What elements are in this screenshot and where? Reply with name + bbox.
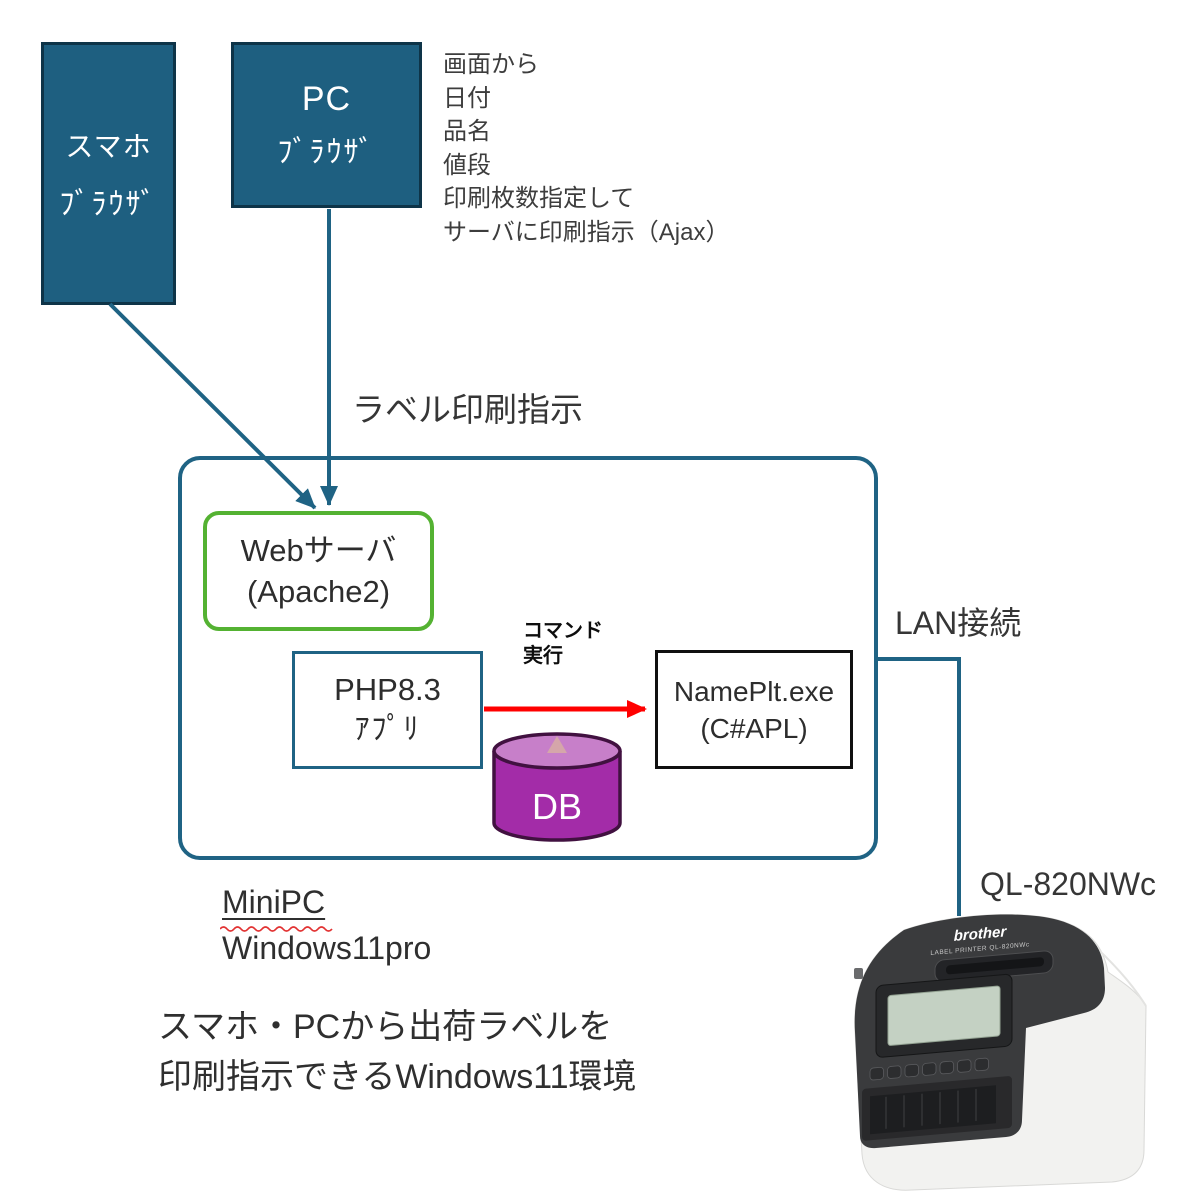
label-print-instruction-text: ラベル印刷指示 (352, 391, 583, 428)
php-app-box: PHP8.3 ｱﾌﾟﾘ (292, 651, 483, 769)
minipc-label: MiniPC (222, 884, 326, 920)
pc-label-line2: ﾌﾞﾗｳｻﾞ (277, 135, 376, 169)
nameplt-line1: NamePlt.exe (673, 675, 835, 707)
smartphone-browser-box: スマホ ﾌﾞﾗｳｻﾞ (41, 42, 176, 305)
note-line: 印刷枚数指定して (443, 185, 635, 212)
lan-connection-label: LAN接続 (895, 605, 1022, 641)
printer-top-slot-opening (946, 957, 1044, 975)
nameplt-exe-box: NamePlt.exe (C#APL) (655, 650, 853, 769)
smartphone-label-line2: ﾌﾞﾗｳｻﾞ (59, 187, 158, 221)
pc-label-line1: PC (301, 79, 352, 118)
smartphone-label-line1: スマホ (65, 130, 152, 162)
printer-output-recess (870, 1085, 996, 1135)
spellcheck-squiggle (220, 926, 333, 932)
printer-button (922, 1062, 937, 1076)
printer-button (869, 1066, 884, 1081)
command-exec-label: コマンド 実行 (523, 619, 603, 669)
printer-button (974, 1057, 989, 1072)
printer-lcd-screen (887, 985, 1001, 1046)
web-server-box: Webサーバ (Apache2) (203, 511, 434, 631)
printer-button-row (869, 1057, 989, 1081)
db-cylinder-body (492, 751, 622, 842)
web-server-line1: Webサーバ (240, 533, 397, 568)
printer-side-badge (854, 968, 863, 979)
note-line: 日付 (443, 84, 491, 112)
printer-button (957, 1059, 972, 1073)
printer-model-label: QL-820NWc (980, 866, 1157, 902)
note-line: 画面から (443, 51, 539, 78)
note-line: 品名 (443, 118, 491, 145)
printer-tray-ribs (885, 1088, 977, 1129)
lan-connection-line (876, 657, 961, 916)
db-label: DB (532, 786, 582, 827)
note-line: 値段 (443, 151, 491, 179)
command-exec-line2: 実行 (523, 645, 563, 667)
php-line1: PHP8.3 (334, 672, 441, 707)
os-label: Windows11pro (222, 930, 432, 966)
caption-line1: スマホ・PCから出荷ラベルを (158, 1008, 613, 1046)
brother-logo: brother (954, 923, 1008, 945)
php-line2: ｱﾌﾟﾘ (354, 713, 421, 746)
printer-button (904, 1063, 919, 1078)
nameplt-line2: (C#APL) (700, 712, 808, 744)
printer-button (887, 1065, 902, 1079)
web-server-line2: (Apache2) (246, 574, 391, 609)
note-line: サーバに印刷指示（Ajax） (443, 218, 730, 246)
db-highlight (547, 736, 567, 753)
label-printer-image: brother LABEL PRINTER QL-820NWc (854, 914, 1147, 1191)
pc-browser-box: PC ﾌﾞﾗｳｻﾞ (231, 42, 422, 208)
screen-input-note: 画面から 日付 品名 値段 印刷枚数指定して サーバに印刷指示（Ajax） (443, 48, 729, 249)
db-cylinder-icon: DB (492, 732, 622, 842)
command-exec-line1: コマンド (523, 620, 603, 642)
caption-line2: 印刷指示できるWindows11環境 (158, 1058, 637, 1096)
printer-button (939, 1060, 954, 1075)
